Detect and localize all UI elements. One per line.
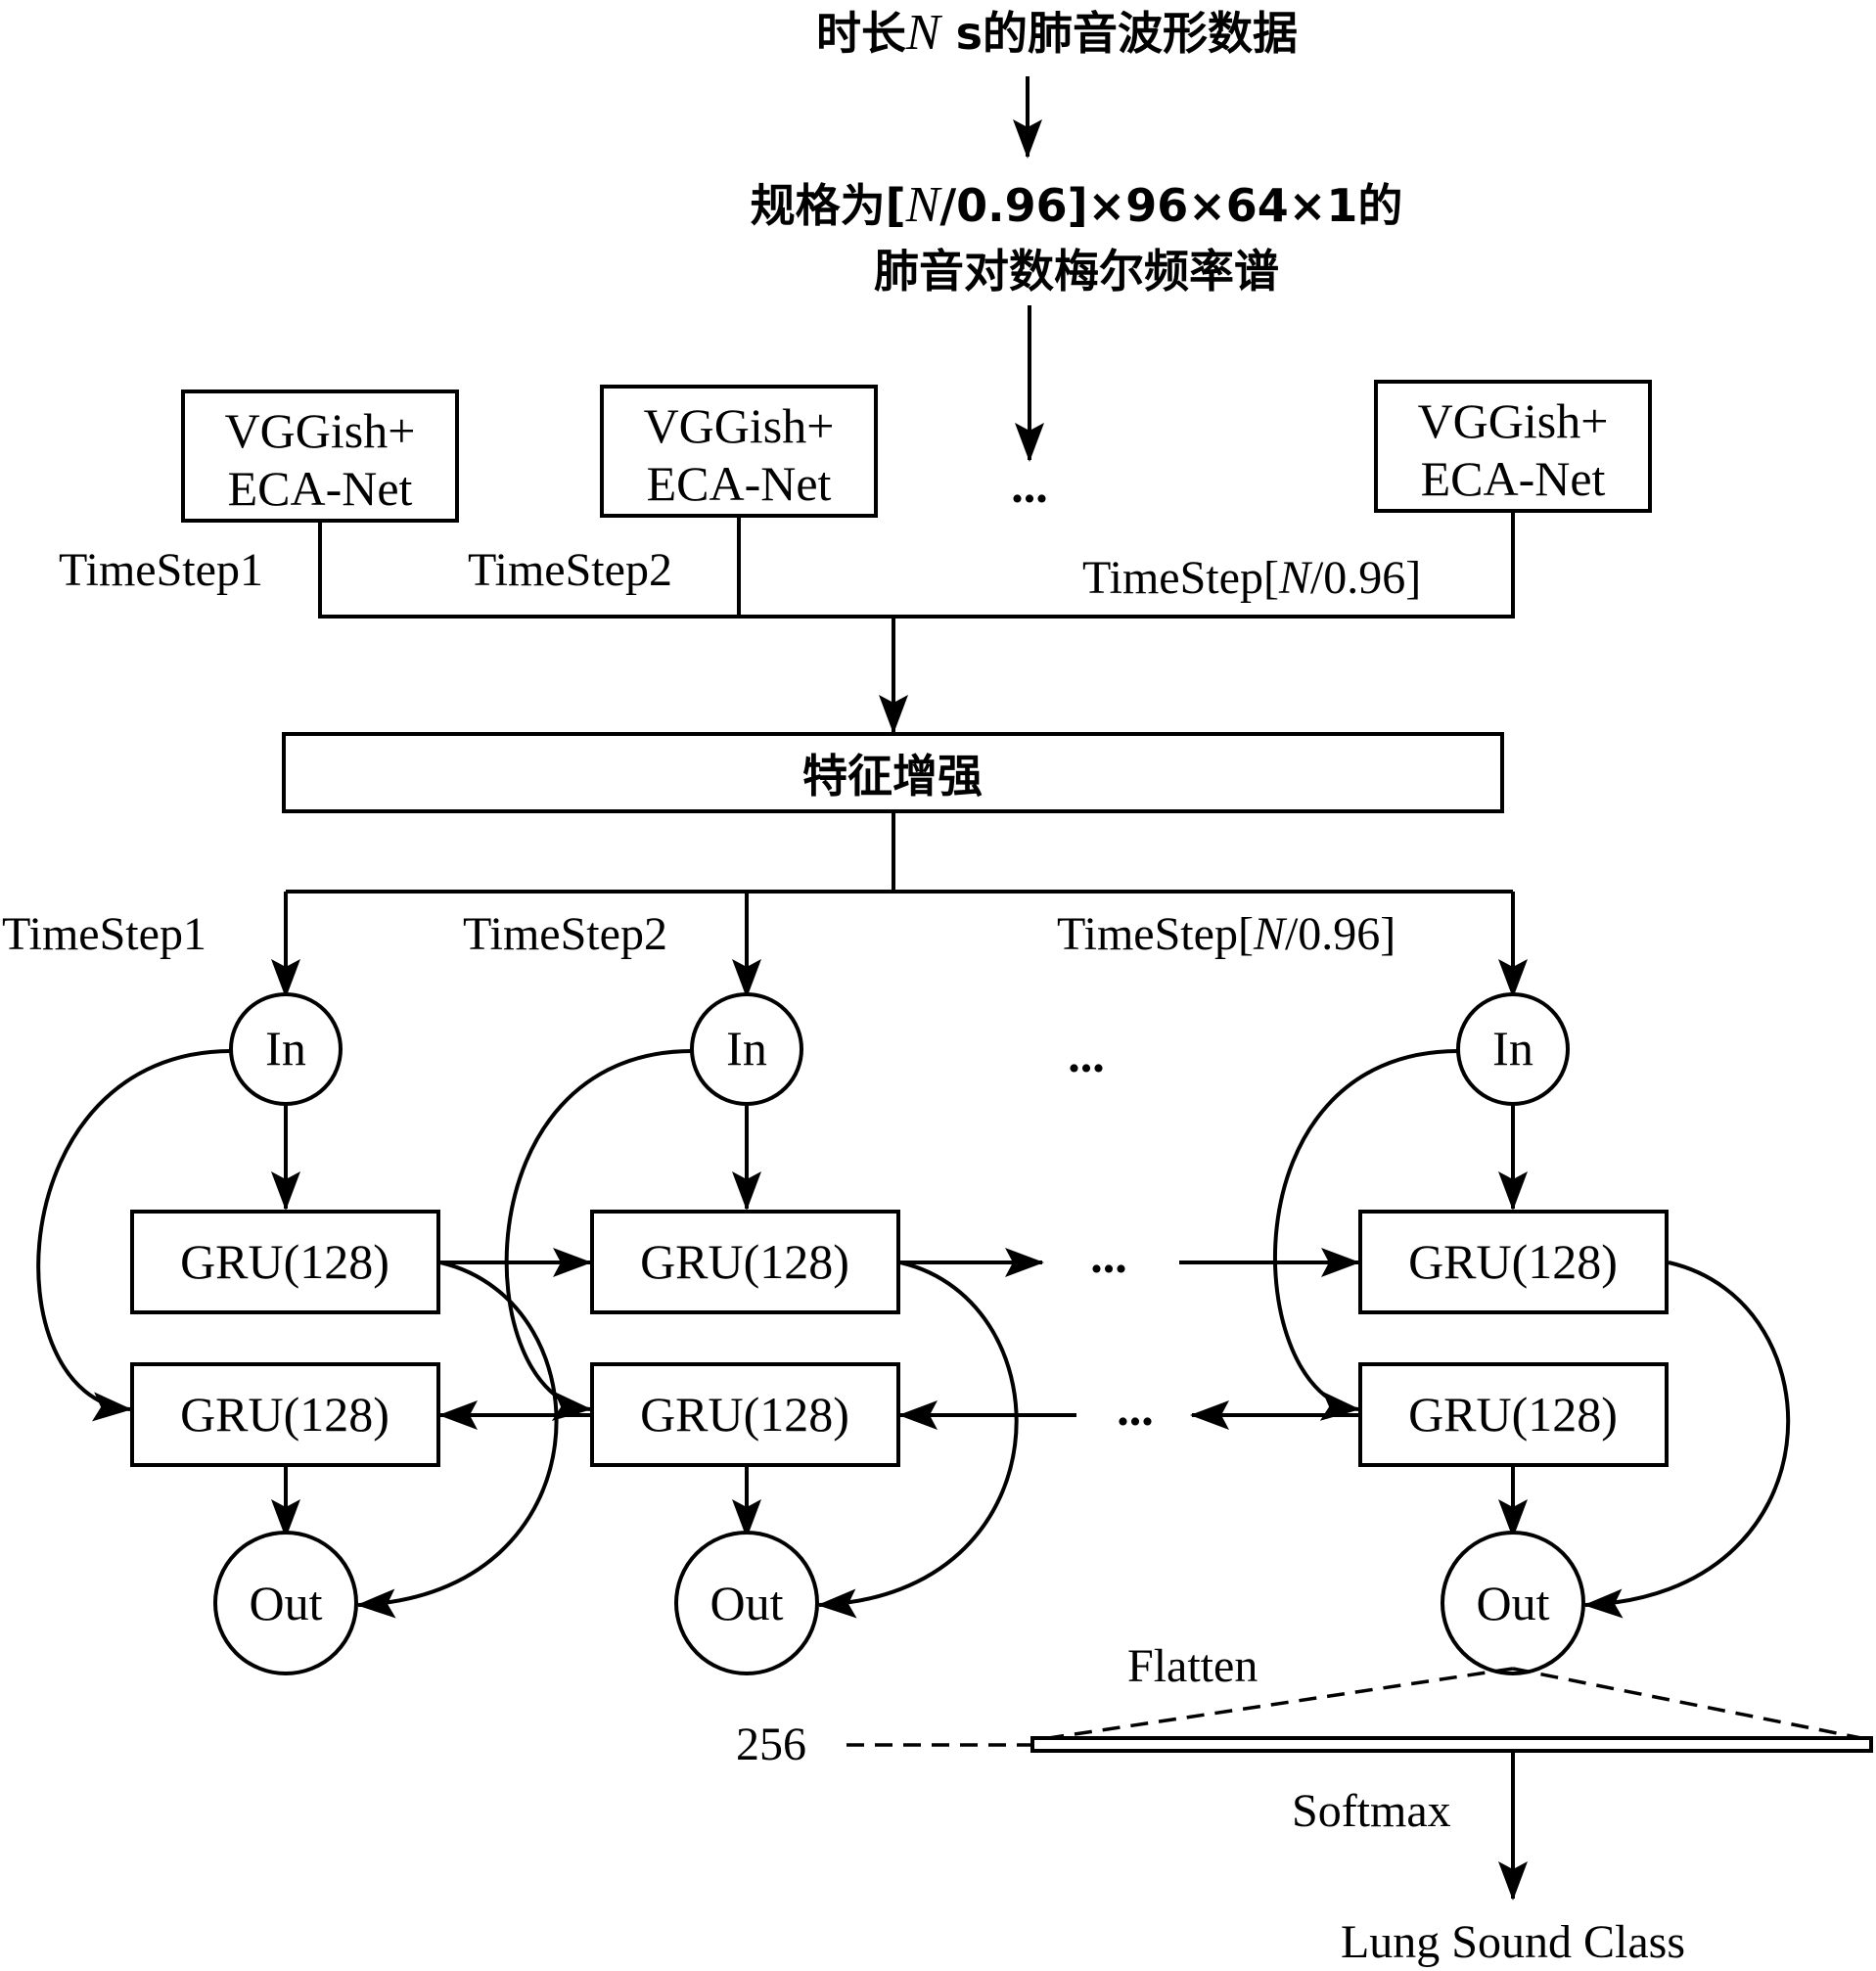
curve-in2-to-gru-bwd2 <box>504 1049 693 1421</box>
curve-gru-fwdn-to-outn <box>1583 1261 1791 1619</box>
svg-text:GRU(128): GRU(128) <box>1408 1234 1618 1289</box>
svg-text:GRU(128): GRU(128) <box>640 1234 849 1289</box>
svg-text:特征增强: 特征增强 <box>802 750 983 802</box>
svg-text:GRU(128): GRU(128) <box>1408 1387 1618 1442</box>
in-node-2: In <box>690 992 803 1106</box>
svg-text:Out: Out <box>710 1576 784 1630</box>
svg-text:ECA-Net: ECA-Net <box>647 456 832 511</box>
timestep-n-label-lower: TimeStep[N/0.96] <box>1057 908 1396 960</box>
gru-backward-1: GRU(128) <box>130 1362 440 1467</box>
gru-forward-2: GRU(128) <box>590 1210 900 1314</box>
forward-ellipsis: ... <box>1090 1228 1127 1283</box>
extractor-box-1: VGGish+ ECA-Net <box>181 390 459 523</box>
feature-enhance-box: 特征增强 <box>282 732 1504 813</box>
spectrogram-name-label: 肺音对数梅尔频率谱 <box>874 245 1279 298</box>
svg-text:VGGish+: VGGish+ <box>1418 393 1609 448</box>
extractor-ellipsis: ... <box>1011 458 1048 513</box>
svg-text:GRU(128): GRU(128) <box>180 1387 389 1442</box>
svg-text:In: In <box>726 1021 767 1076</box>
spectrogram-spec-label: 规格为[N/0.96]×96×64×1的 <box>751 177 1403 233</box>
out-node-n: Out <box>1441 1531 1585 1675</box>
timestep-1-label-upper: TimeStep1 <box>59 544 263 596</box>
dim-label: 256 <box>736 1719 806 1770</box>
timestep-1-label-lower: TimeStep1 <box>2 908 206 960</box>
column-ellipsis: ... <box>1068 1028 1105 1082</box>
waveform-label: 时长N s的肺音波形数据 <box>816 5 1298 61</box>
timestep-n-label-upper: TimeStep[N/0.96] <box>1082 552 1421 604</box>
extractor-box-2: VGGish+ ECA-Net <box>600 385 878 518</box>
svg-text:In: In <box>1492 1021 1533 1076</box>
curve-gru-fwd2-to-out2 <box>817 1261 1019 1619</box>
gru-backward-2: GRU(128) <box>590 1362 900 1467</box>
flatten-label: Flatten <box>1127 1640 1258 1692</box>
svg-text:GRU(128): GRU(128) <box>640 1387 849 1442</box>
softmax-label: Softmax <box>1292 1785 1451 1837</box>
svg-text:ECA-Net: ECA-Net <box>1421 451 1606 506</box>
gru-backward-n: GRU(128) <box>1358 1362 1669 1467</box>
flatten-vector <box>1030 1736 1873 1753</box>
svg-text:In: In <box>265 1021 306 1076</box>
svg-text:VGGish+: VGGish+ <box>644 398 835 453</box>
svg-text:VGGish+: VGGish+ <box>225 403 416 458</box>
curve-gru-fwd1-to-out1 <box>356 1261 559 1619</box>
backward-ellipsis: ... <box>1117 1381 1154 1436</box>
flatten-dash-right <box>1512 1667 1872 1742</box>
lung-sound-class-label: Lung Sound Class <box>1341 1916 1685 1968</box>
merge-bus <box>318 511 1515 619</box>
extractor-box-n: VGGish+ ECA-Net <box>1374 380 1652 513</box>
out-node-2: Out <box>674 1531 819 1675</box>
svg-text:Out: Out <box>250 1576 323 1630</box>
curve-inn-to-gru-bwdn <box>1272 1049 1459 1421</box>
in-node-n: In <box>1456 992 1570 1106</box>
svg-text:ECA-Net: ECA-Net <box>228 461 413 516</box>
timestep-2-label-upper: TimeStep2 <box>468 544 672 596</box>
svg-text:Out: Out <box>1477 1576 1550 1630</box>
gru-forward-n: GRU(128) <box>1358 1210 1669 1314</box>
in-node-1: In <box>229 992 343 1106</box>
timestep-2-label-lower: TimeStep2 <box>463 908 667 960</box>
curve-in1-to-gru-bwd1 <box>36 1049 232 1422</box>
svg-text:GRU(128): GRU(128) <box>180 1234 389 1289</box>
flatten-dash-left <box>1034 1667 1514 1742</box>
out-node-1: Out <box>213 1531 358 1675</box>
gru-forward-1: GRU(128) <box>130 1210 440 1314</box>
